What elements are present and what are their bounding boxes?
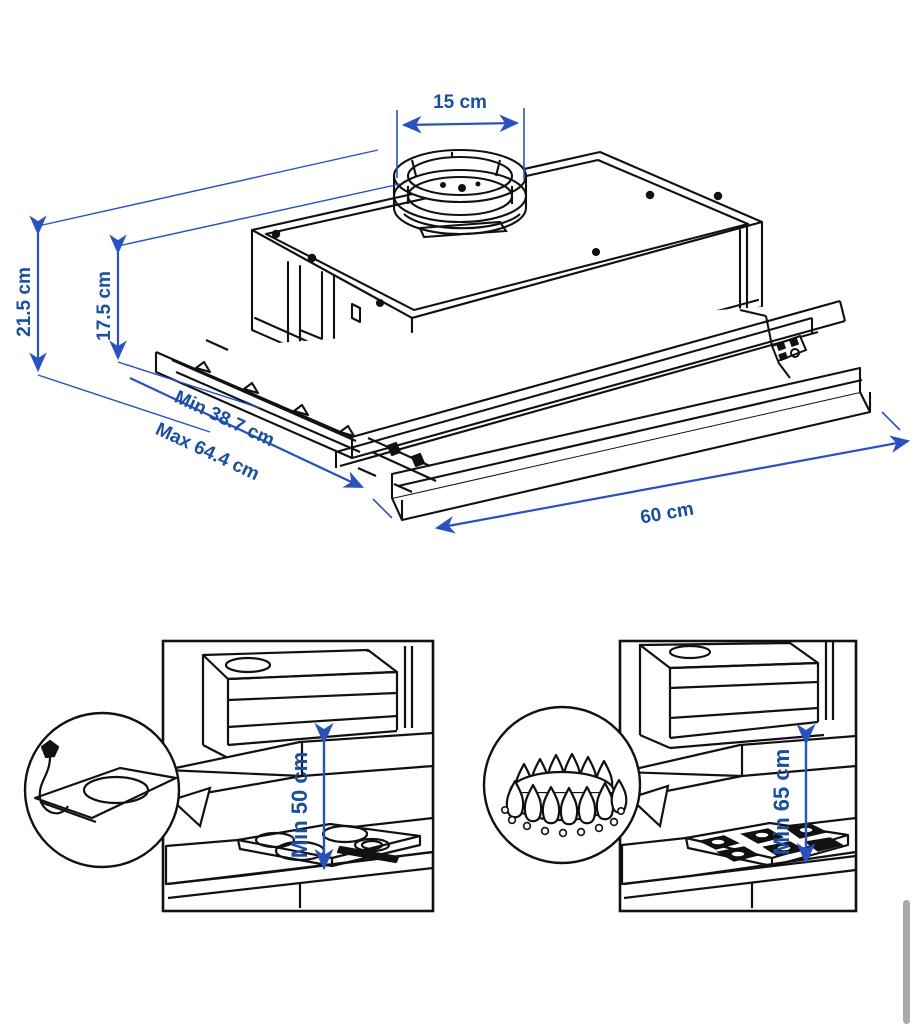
control-panel[interactable]	[739, 309, 808, 379]
dimension-label-total-height: 21.5 cm	[14, 267, 35, 337]
callout-gas-burner	[482, 705, 670, 865]
dimension-min-65: Min 65 cm	[769, 723, 816, 865]
callout-electric-hob	[23, 711, 212, 869]
dimension-label-min-65: Min 65 cm	[769, 749, 794, 855]
page-scrollbar[interactable]	[903, 900, 910, 1024]
dimension-body-height: 17.5 cm	[94, 183, 401, 409]
dimension-label-min-50: Min 50 cm	[287, 752, 312, 858]
dimension-duct-diameter: 15 cm	[396, 92, 525, 180]
duct-outlet-collar	[392, 148, 528, 239]
countertop-left	[164, 816, 435, 908]
wall-cabinet-right	[638, 641, 835, 750]
dimension-label-body-height: 17.5 cm	[94, 271, 115, 341]
wall-cabinet-left	[201, 646, 414, 760]
electric-hob-icon	[33, 739, 178, 824]
dimension-min-50: Min 50 cm	[287, 722, 334, 871]
dimension-label-duct: 15 cm	[433, 92, 487, 113]
dimension-total-height: 21.5 cm	[14, 149, 379, 433]
gas-burner-flame-icon	[500, 752, 628, 838]
